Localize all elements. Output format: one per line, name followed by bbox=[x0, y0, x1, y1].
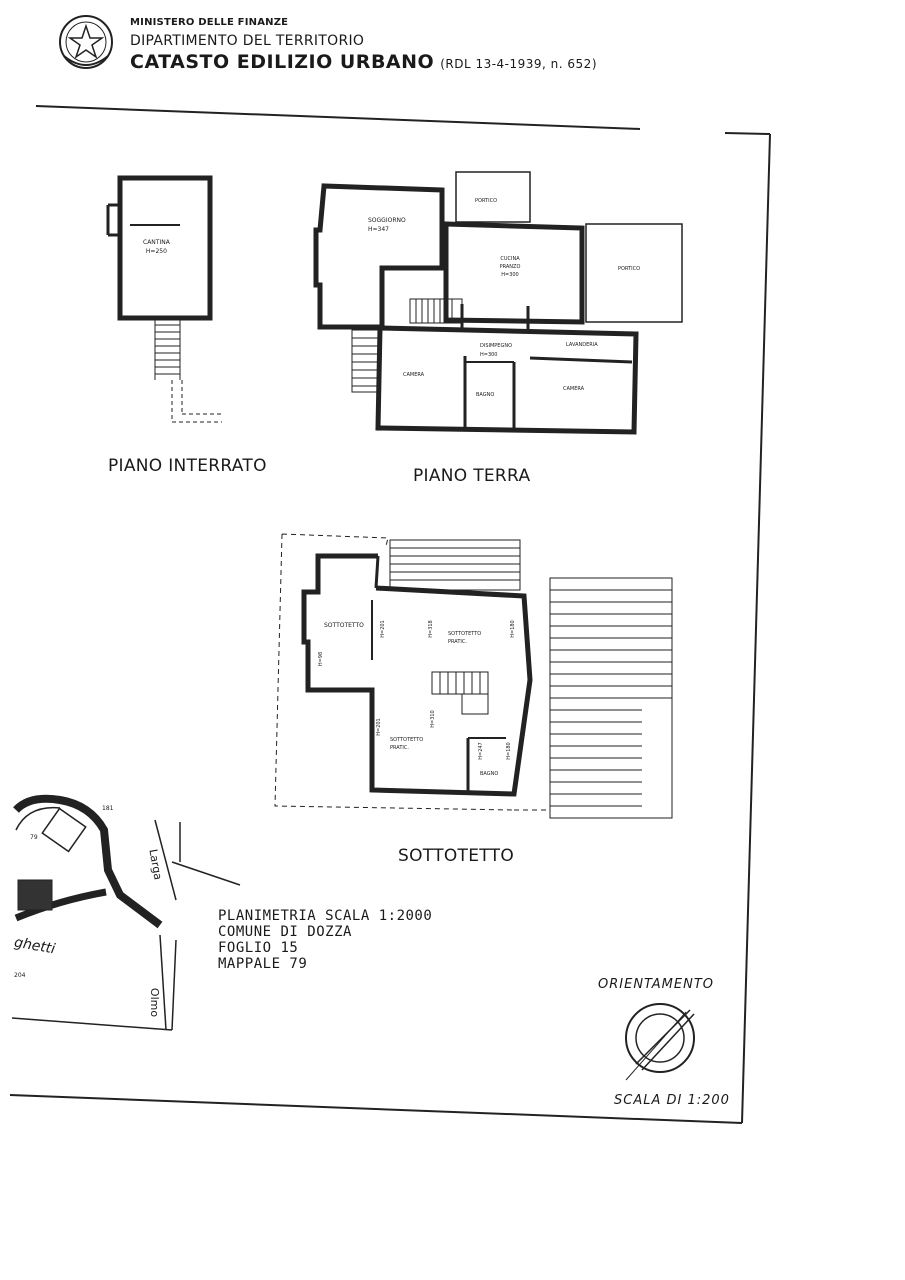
ministry-label: MINISTERO DELLE FINANZE bbox=[130, 17, 289, 28]
map-label-olmo: Olmo bbox=[148, 987, 162, 1018]
attic-plan bbox=[274, 533, 673, 819]
room-disimpegno: DISIMPEGNO H=300 bbox=[480, 343, 513, 358]
room-sottotetto: SOTTOTETTO bbox=[324, 622, 364, 629]
map-label-parcel-79: 79 bbox=[30, 834, 38, 841]
compass-icon bbox=[625, 1003, 695, 1081]
room-portico-right: PORTICO bbox=[618, 266, 641, 272]
ground-floor-plan bbox=[313, 171, 683, 435]
map-label-parcel-181: 181 bbox=[102, 805, 114, 812]
room-sottotetto-pratic-2: SOTTOTETTO PRATIC. bbox=[390, 737, 424, 751]
caption-sottotetto: SOTTOTETTO bbox=[398, 846, 514, 866]
map-label-parcel-204: 204 bbox=[14, 972, 26, 979]
sheet-frame bbox=[9, 105, 771, 1124]
title-text: CATASTO EDILIZIO URBANO bbox=[130, 51, 435, 73]
caption-piano-terra: PIANO TERRA bbox=[413, 466, 531, 486]
map-legend: PLANIMETRIA SCALA 1:2000 COMUNE DI DOZZA… bbox=[218, 908, 432, 972]
room-camera-right: CAMERA bbox=[563, 386, 585, 392]
room-sottotetto-pratic-1: SOTTOTETTO PRATIC. bbox=[448, 631, 482, 645]
height-label: H=180 bbox=[509, 620, 516, 638]
height-label: H=318 bbox=[427, 620, 434, 638]
room-soggiorno: SOGGIORNO H=347 bbox=[368, 217, 406, 233]
legend-comune: COMUNE DI DOZZA bbox=[218, 924, 352, 940]
drawing-scale-label: SCALA DI 1:200 bbox=[614, 1093, 730, 1108]
department-label: DIPARTIMENTO DEL TERRITORIO bbox=[130, 33, 365, 49]
height-label: H=247 bbox=[477, 742, 484, 760]
legend-scale: PLANIMETRIA SCALA 1:2000 bbox=[218, 908, 433, 924]
basement-plan bbox=[106, 175, 222, 423]
height-label: H=180 bbox=[505, 742, 512, 760]
height-label: H=310 bbox=[429, 710, 436, 728]
room-lavanderia: LAVANDERIA bbox=[566, 342, 598, 348]
height-label: H=201 bbox=[375, 718, 382, 736]
room-bagno-attic: BAGNO bbox=[480, 771, 499, 777]
height-label: H=201 bbox=[379, 620, 386, 638]
room-camera-left: CAMERA bbox=[403, 372, 425, 378]
height-label: H=98 bbox=[318, 651, 325, 667]
legend-mappale: MAPPALE 79 bbox=[218, 956, 308, 972]
emblem-icon bbox=[59, 15, 113, 69]
legend-foglio: FOGLIO 15 bbox=[218, 940, 299, 956]
room-cucina: CUCINA PRANZO H=300 bbox=[499, 256, 521, 278]
situation-map bbox=[11, 794, 241, 1031]
room-bagno-ground: BAGNO bbox=[476, 392, 495, 398]
state-emblem bbox=[56, 12, 116, 74]
law-reference: (RDL 13-4-1939, n. 652) bbox=[440, 57, 597, 71]
room-portico-top: PORTICO bbox=[475, 198, 498, 204]
caption-piano-interrato: PIANO INTERRATO bbox=[108, 456, 267, 476]
room-cantina: CANTINA H=250 bbox=[143, 239, 170, 255]
document-title: CATASTO EDILIZIO URBANO (RDL 13-4-1939, n… bbox=[130, 51, 597, 73]
orientation-label: ORIENTAMENTO bbox=[598, 977, 715, 992]
